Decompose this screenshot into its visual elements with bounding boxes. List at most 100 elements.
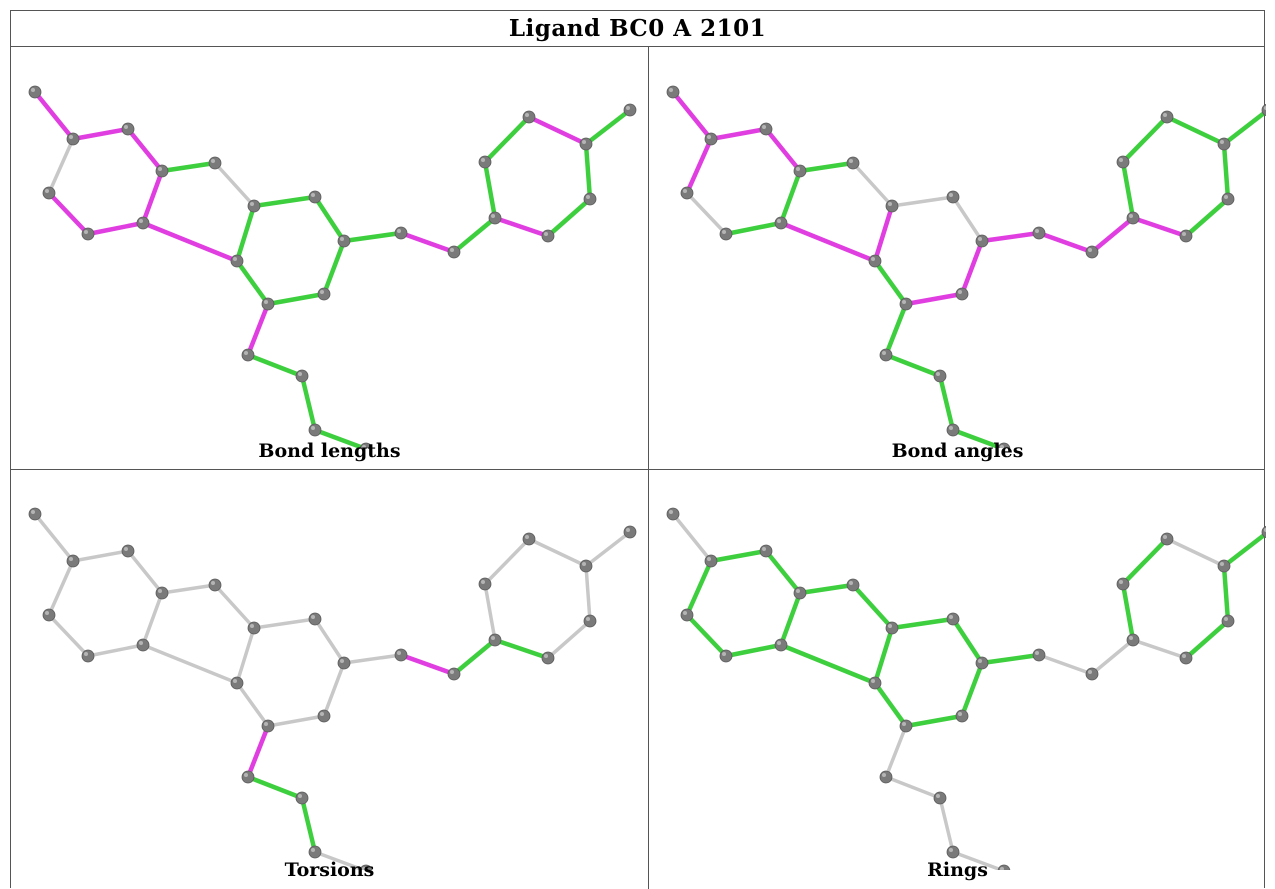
bond <box>583 141 593 202</box>
bond <box>763 126 803 174</box>
atom-highlight <box>311 615 315 619</box>
bond <box>708 126 769 142</box>
atom <box>1116 155 1130 169</box>
bond <box>872 258 909 307</box>
bond <box>850 582 895 631</box>
atom-highlight <box>707 135 711 139</box>
bond <box>126 549 164 595</box>
panel-torsions: Torsions <box>11 470 648 889</box>
bond <box>937 373 956 433</box>
atom-highlight <box>491 636 495 640</box>
bond <box>684 136 714 196</box>
atom-highlight <box>1163 535 1167 539</box>
bond <box>979 652 1042 666</box>
atom <box>885 199 899 213</box>
atom-highlight <box>936 794 940 798</box>
bond <box>312 194 347 244</box>
atom-highlight <box>544 654 548 658</box>
bond <box>251 194 318 209</box>
atom <box>774 638 788 652</box>
atom-highlight <box>525 113 529 117</box>
atom <box>42 608 56 622</box>
atom <box>899 719 913 733</box>
atom <box>295 791 309 805</box>
atom <box>1160 110 1174 124</box>
atom <box>1126 211 1140 225</box>
atom <box>1221 192 1235 206</box>
atom-highlight <box>669 510 673 514</box>
caption-rings: Rings <box>927 859 988 881</box>
bond <box>313 617 346 665</box>
atom-highlight <box>777 219 781 223</box>
bond <box>492 637 551 661</box>
bond <box>341 230 404 244</box>
bond <box>1120 159 1136 221</box>
bond <box>778 168 803 226</box>
atom-highlight <box>1182 654 1186 658</box>
molecule-bond-lengths <box>28 85 637 448</box>
atom <box>208 578 222 592</box>
atom <box>955 709 969 723</box>
atom <box>247 621 261 635</box>
molecule-torsions <box>28 507 637 870</box>
molecule-bond-angles <box>666 85 1266 448</box>
bond <box>684 558 714 618</box>
atom <box>933 369 947 383</box>
bond <box>938 796 955 854</box>
atom <box>1217 137 1231 151</box>
atom-highlight <box>796 167 800 171</box>
atom-highlight <box>233 679 237 683</box>
bond <box>46 190 91 237</box>
atom-highlight <box>882 351 886 355</box>
bond <box>1221 108 1266 147</box>
atom-highlight <box>902 300 906 304</box>
bond <box>883 301 909 358</box>
atom-highlight <box>69 135 73 139</box>
atom-highlight <box>31 510 35 514</box>
atom-highlight <box>45 611 49 615</box>
atom-highlight <box>871 679 875 683</box>
atom-highlight <box>1088 670 1092 674</box>
molecule-rings <box>666 507 1266 870</box>
atom <box>680 608 694 622</box>
atom-highlight <box>626 106 630 110</box>
atom-highlight <box>84 652 88 656</box>
atom <box>66 132 80 146</box>
atom <box>208 156 222 170</box>
bond <box>708 548 769 564</box>
atom <box>666 85 680 99</box>
atom-highlight <box>949 426 953 430</box>
bond <box>245 352 305 379</box>
bond <box>872 203 895 264</box>
bond <box>583 107 633 147</box>
bond <box>141 591 164 647</box>
bond <box>671 512 713 563</box>
atom <box>946 190 960 204</box>
bond <box>398 230 457 255</box>
atom-highlight <box>958 712 962 716</box>
bond <box>213 583 256 630</box>
atom-highlight <box>450 670 454 674</box>
atom <box>793 164 807 178</box>
bond <box>889 616 956 631</box>
atom <box>933 791 947 805</box>
atom <box>261 297 275 311</box>
bond <box>1090 638 1135 676</box>
bond <box>299 373 318 433</box>
atom <box>774 216 788 230</box>
atom <box>42 186 56 200</box>
bond <box>213 161 256 208</box>
panel-bond-lengths: Bond lengths <box>11 48 648 469</box>
atom-highlight <box>124 125 128 129</box>
bond <box>451 637 498 677</box>
atom <box>868 254 882 268</box>
atom <box>1032 226 1046 240</box>
atom <box>759 544 773 558</box>
figure-frame: Ligand BC0 A 2101 Bond lengths Bond angl… <box>10 10 1266 889</box>
bond <box>723 642 784 659</box>
bond <box>1221 530 1266 569</box>
atom-highlight <box>1119 580 1123 584</box>
bond <box>797 582 856 596</box>
bond <box>312 427 369 448</box>
atom-highlight <box>888 202 892 206</box>
